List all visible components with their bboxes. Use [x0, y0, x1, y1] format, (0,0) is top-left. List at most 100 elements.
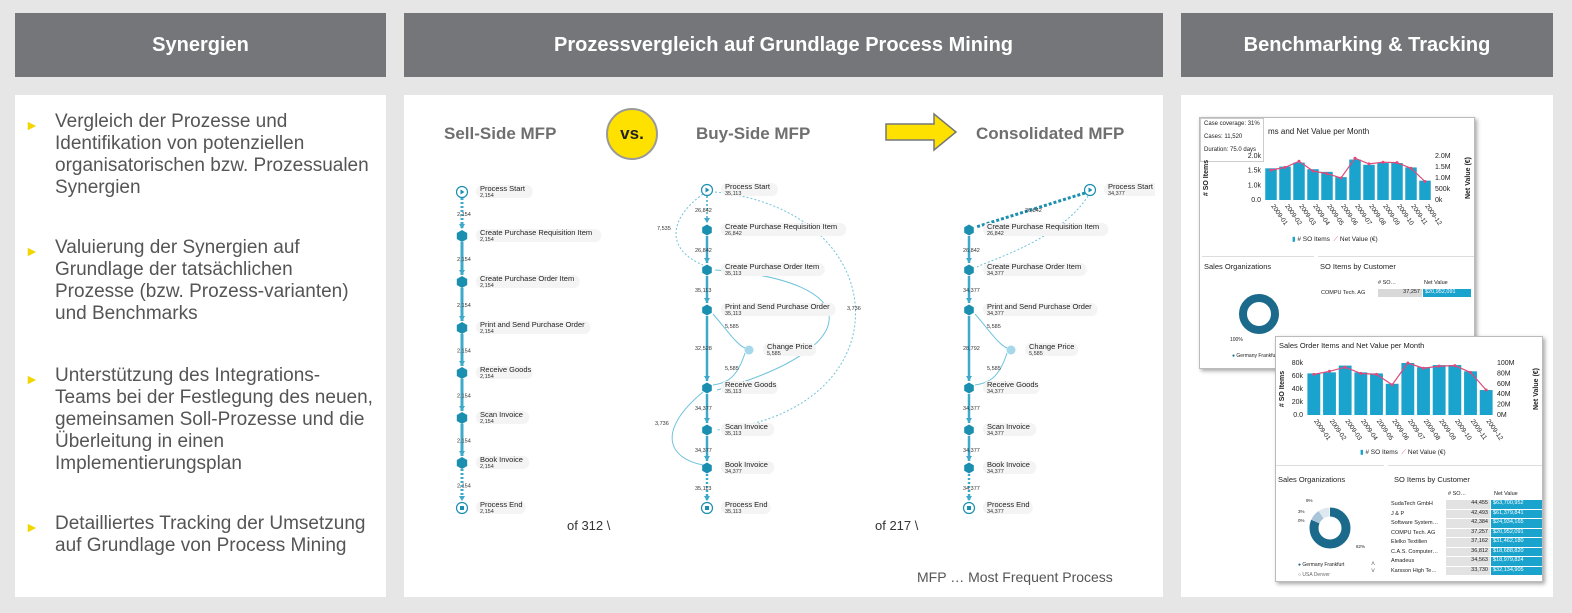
node-label: Scan Invoice: [725, 422, 768, 431]
node-label: Create Purchase Order Item: [725, 262, 819, 271]
y2-tick-label: 1.0M: [1435, 175, 1451, 182]
chart-line: [1270, 157, 1426, 182]
node-label: Print and Send Purchase Order: [987, 302, 1092, 311]
edge-count: 5,585: [725, 366, 739, 372]
customer-name[interactable]: SudaTech GmbH: [1391, 501, 1433, 507]
donut-legend-2: ○ USA Denver: [1298, 572, 1330, 578]
customers-title: SO Items by Customer: [1320, 262, 1396, 271]
customer-net-value: $32,134,905: [1491, 566, 1542, 575]
edge-count: 3,736: [655, 421, 669, 427]
chart-line-point: [1381, 160, 1385, 164]
sell-variants-count: of 312 \: [567, 518, 611, 533]
scroll-arrows-icon[interactable]: ˄˅: [1371, 561, 1376, 575]
y-tick-label: 60k: [1292, 373, 1304, 380]
donut-legend: ● Germany Frankfurt: [1298, 562, 1344, 568]
customer-name[interactable]: C.A.S. Computer…: [1391, 548, 1439, 555]
arrow-head-icon: [966, 456, 972, 461]
edge-count: 2,154: [457, 257, 471, 263]
chart-bar: [1293, 162, 1305, 200]
dashboard-large[interactable]: Sales Order Items and Net Value per Mont…: [1275, 336, 1543, 582]
arrow-head-icon: [704, 496, 710, 501]
chart-line-point: [1269, 168, 1273, 172]
customer-so-items: 37,257: [1378, 289, 1422, 297]
chart-line-point: [1297, 159, 1301, 163]
change-price-node-icon: [744, 345, 754, 355]
chart-line-point: [1283, 165, 1287, 169]
y2-tick-label: 0M: [1497, 412, 1507, 419]
y2-tick-label: 100M: [1497, 360, 1515, 367]
customer-so-items: 44,455: [1446, 500, 1490, 509]
flow-edge: [714, 191, 856, 431]
customer-so-items: 34,563: [1446, 557, 1490, 566]
y-axis-label: # SO Items: [1279, 371, 1286, 407]
activity-node-icon: [702, 424, 712, 436]
chart-line-point: [1409, 166, 1413, 170]
node-label: Create Purchase Order Item: [987, 262, 1081, 271]
customer-name[interactable]: Elelko Textilien: [1391, 539, 1428, 545]
sell-side-process-map[interactable]: 2,1542,1542,1542,1542,1542,1542,154Proce…: [440, 178, 610, 523]
bullet-4-text: Detailliertes Tracking der Umsetzung auf…: [55, 513, 366, 556]
customer-name[interactable]: Karsson High Te…: [1391, 567, 1437, 574]
bullet-2: ►Valuierung der Synergien auf Grundlage …: [25, 237, 375, 325]
buy-side-title: Buy-Side MFP: [696, 124, 811, 143]
edge-count: 34,377: [695, 406, 712, 412]
edge-count: 34,377: [963, 486, 980, 492]
consolidated-process-map[interactable]: 26,8427,53526,84234,3775,58528,7925,5853…: [935, 178, 1155, 523]
y2-tick-label: 60M: [1497, 381, 1511, 388]
buy-side-process-map[interactable]: 26,8427,53526,84235,1135,58532,5285,5853…: [655, 178, 895, 523]
chart-line-point: [1367, 162, 1371, 166]
col-net-value[interactable]: Net Value: [1494, 491, 1518, 497]
chart-bar: [1479, 390, 1493, 415]
node-label: Receive Goods: [987, 380, 1039, 389]
activity-node-icon: [456, 367, 468, 379]
stop-icon: [460, 506, 464, 510]
node-label-bg: [763, 343, 817, 356]
node-label: Create Purchase Requisition Item: [987, 222, 1099, 231]
node-label: Scan Invoice: [480, 410, 523, 419]
node-count: 2,154: [480, 283, 494, 289]
node-label-bg: [721, 461, 775, 474]
flow-edge: [671, 391, 704, 466]
legend-bars: # SO Items: [1297, 236, 1330, 243]
dashboard-small[interactable]: Case coverage: 31% Cases: 11,520 Duratio…: [1199, 117, 1475, 369]
customer-net-value: $20,952,091: [1423, 289, 1471, 297]
chart-line-point: [1469, 370, 1472, 374]
arrow-head-icon: [966, 376, 972, 381]
chart-line-point: [1359, 371, 1363, 375]
stat-cases: Cases: 11,520: [1204, 134, 1243, 140]
donut-pct-4: 82%: [1356, 544, 1366, 549]
node-count: 34,377: [725, 469, 742, 475]
chart-bar: [1349, 159, 1361, 200]
node-label-bg: [983, 423, 1037, 436]
customer-name[interactable]: COMPU Tech. AG: [1321, 290, 1366, 296]
y-tick-label: 1.0k: [1248, 182, 1262, 189]
col-net-value[interactable]: Net Value: [1424, 280, 1448, 286]
activity-node-icon: [456, 322, 468, 334]
node-label: Print and Send Purchase Order: [480, 320, 585, 329]
chart-line-point: [1484, 388, 1488, 392]
node-count: 35,113: [725, 389, 741, 395]
node-count: 34,377: [1108, 191, 1125, 197]
activity-node-icon: [964, 264, 974, 276]
node-label-bg: [1104, 183, 1155, 196]
customer-net-value: $31,462,180: [1491, 538, 1542, 547]
customer-name[interactable]: Amadeus: [1391, 558, 1415, 564]
node-label: Process Start: [725, 182, 771, 191]
stop-icon: [967, 506, 971, 510]
node-label: Create Purchase Requisition Item: [480, 228, 592, 237]
col-so-items[interactable]: # SO…: [1448, 491, 1467, 497]
edge-count: 35,113: [695, 486, 711, 492]
edge-count: 2,154: [457, 212, 471, 218]
col-so-items[interactable]: # SO…: [1378, 280, 1397, 286]
customer-name[interactable]: COMPU Tech. AG: [1391, 529, 1436, 536]
node-count: 26,842: [725, 231, 742, 237]
line-legend-icon: ⟋: [1401, 449, 1408, 456]
customer-name[interactable]: Software System…: [1391, 520, 1439, 526]
sales-org-panel: Sales Organizations 9% 3% 0% 82% ● Germa…: [1276, 465, 1384, 581]
chart-bar: [1432, 365, 1446, 415]
stop-icon: [705, 506, 709, 510]
customer-name[interactable]: J & P: [1391, 510, 1405, 517]
customer-net-value: $61,379,841: [1491, 509, 1542, 518]
node-label: Print and Send Purchase Order: [725, 302, 830, 311]
y-tick-label: 0.0: [1293, 412, 1303, 419]
